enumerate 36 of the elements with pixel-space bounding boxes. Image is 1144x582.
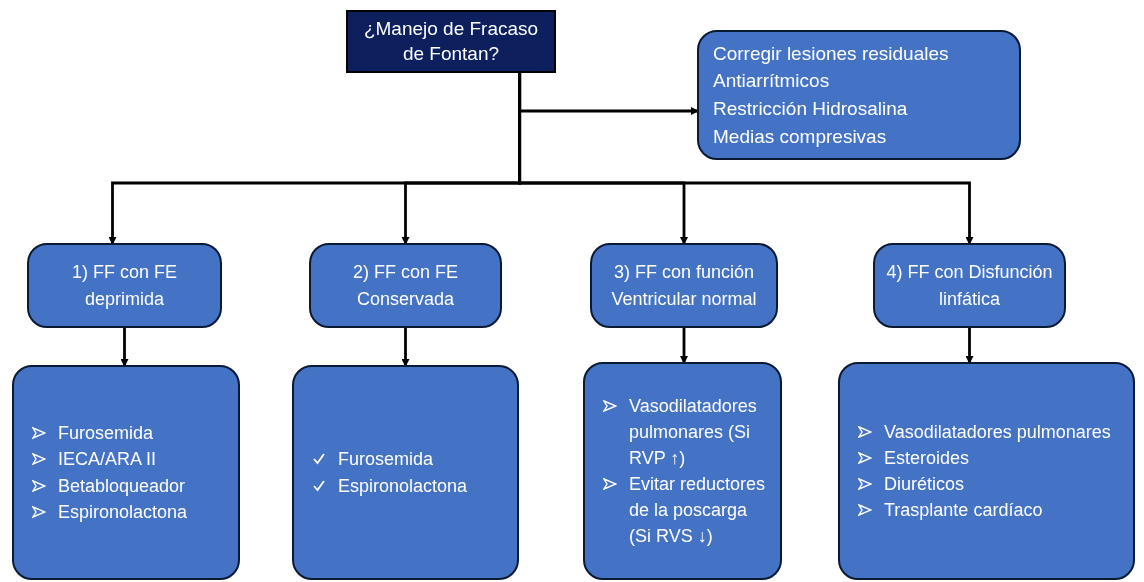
treatment-box bbox=[583, 362, 782, 580]
category-box bbox=[590, 243, 778, 328]
list-item: Restricción Hidrosalina bbox=[713, 97, 909, 121]
arrow bbox=[680, 328, 688, 364]
node-label: 1) FF con FE deprimida bbox=[71, 260, 178, 311]
treatment-box bbox=[292, 365, 519, 580]
list-item: Evitar reductores de la poscarga (Si RVS ↓) bbox=[629, 473, 767, 549]
category-box bbox=[309, 243, 502, 328]
list-item: Espironolactona bbox=[338, 474, 468, 498]
list-item: Furosemida bbox=[58, 422, 154, 446]
list-item: Vasodilatadores pulmonares (Si RVP ↑) bbox=[629, 394, 758, 470]
node-label: 3) FF con función Ventricular normal bbox=[610, 260, 758, 311]
node-label: 2) FF con FE Conservada bbox=[352, 260, 459, 311]
arrow bbox=[965, 328, 974, 364]
list-item: Medias compresivas bbox=[713, 124, 888, 149]
list-item: Corregir lesiones residuales bbox=[713, 41, 950, 66]
list-item: Furosemida bbox=[338, 448, 434, 472]
list-item: Vasodilatadores pulmonares bbox=[884, 420, 1111, 444]
list-item: Antiarrítmicos bbox=[713, 69, 831, 94]
treatment-box bbox=[838, 362, 1135, 580]
note-box bbox=[697, 30, 1021, 160]
category-box bbox=[873, 243, 1066, 328]
list-item: IECA/ARA II bbox=[58, 448, 157, 472]
list-item: Espironolactona bbox=[58, 500, 188, 524]
list-item: Diuréticos bbox=[884, 473, 965, 496]
list-item: Esteroides bbox=[884, 446, 970, 470]
arrow bbox=[518, 73, 974, 245]
node-label: 4) FF con Disfunción linfática bbox=[885, 260, 1054, 311]
list-item: Betabloqueador bbox=[58, 474, 186, 498]
treatment-box bbox=[12, 365, 240, 580]
arrow bbox=[120, 328, 129, 367]
node-label: ¿Manejo de Fracaso de Fontan? bbox=[362, 16, 540, 66]
list-item: Trasplante cardíaco bbox=[884, 499, 1043, 523]
arrow bbox=[401, 328, 410, 367]
title-box bbox=[346, 10, 556, 73]
category-box bbox=[27, 243, 222, 328]
